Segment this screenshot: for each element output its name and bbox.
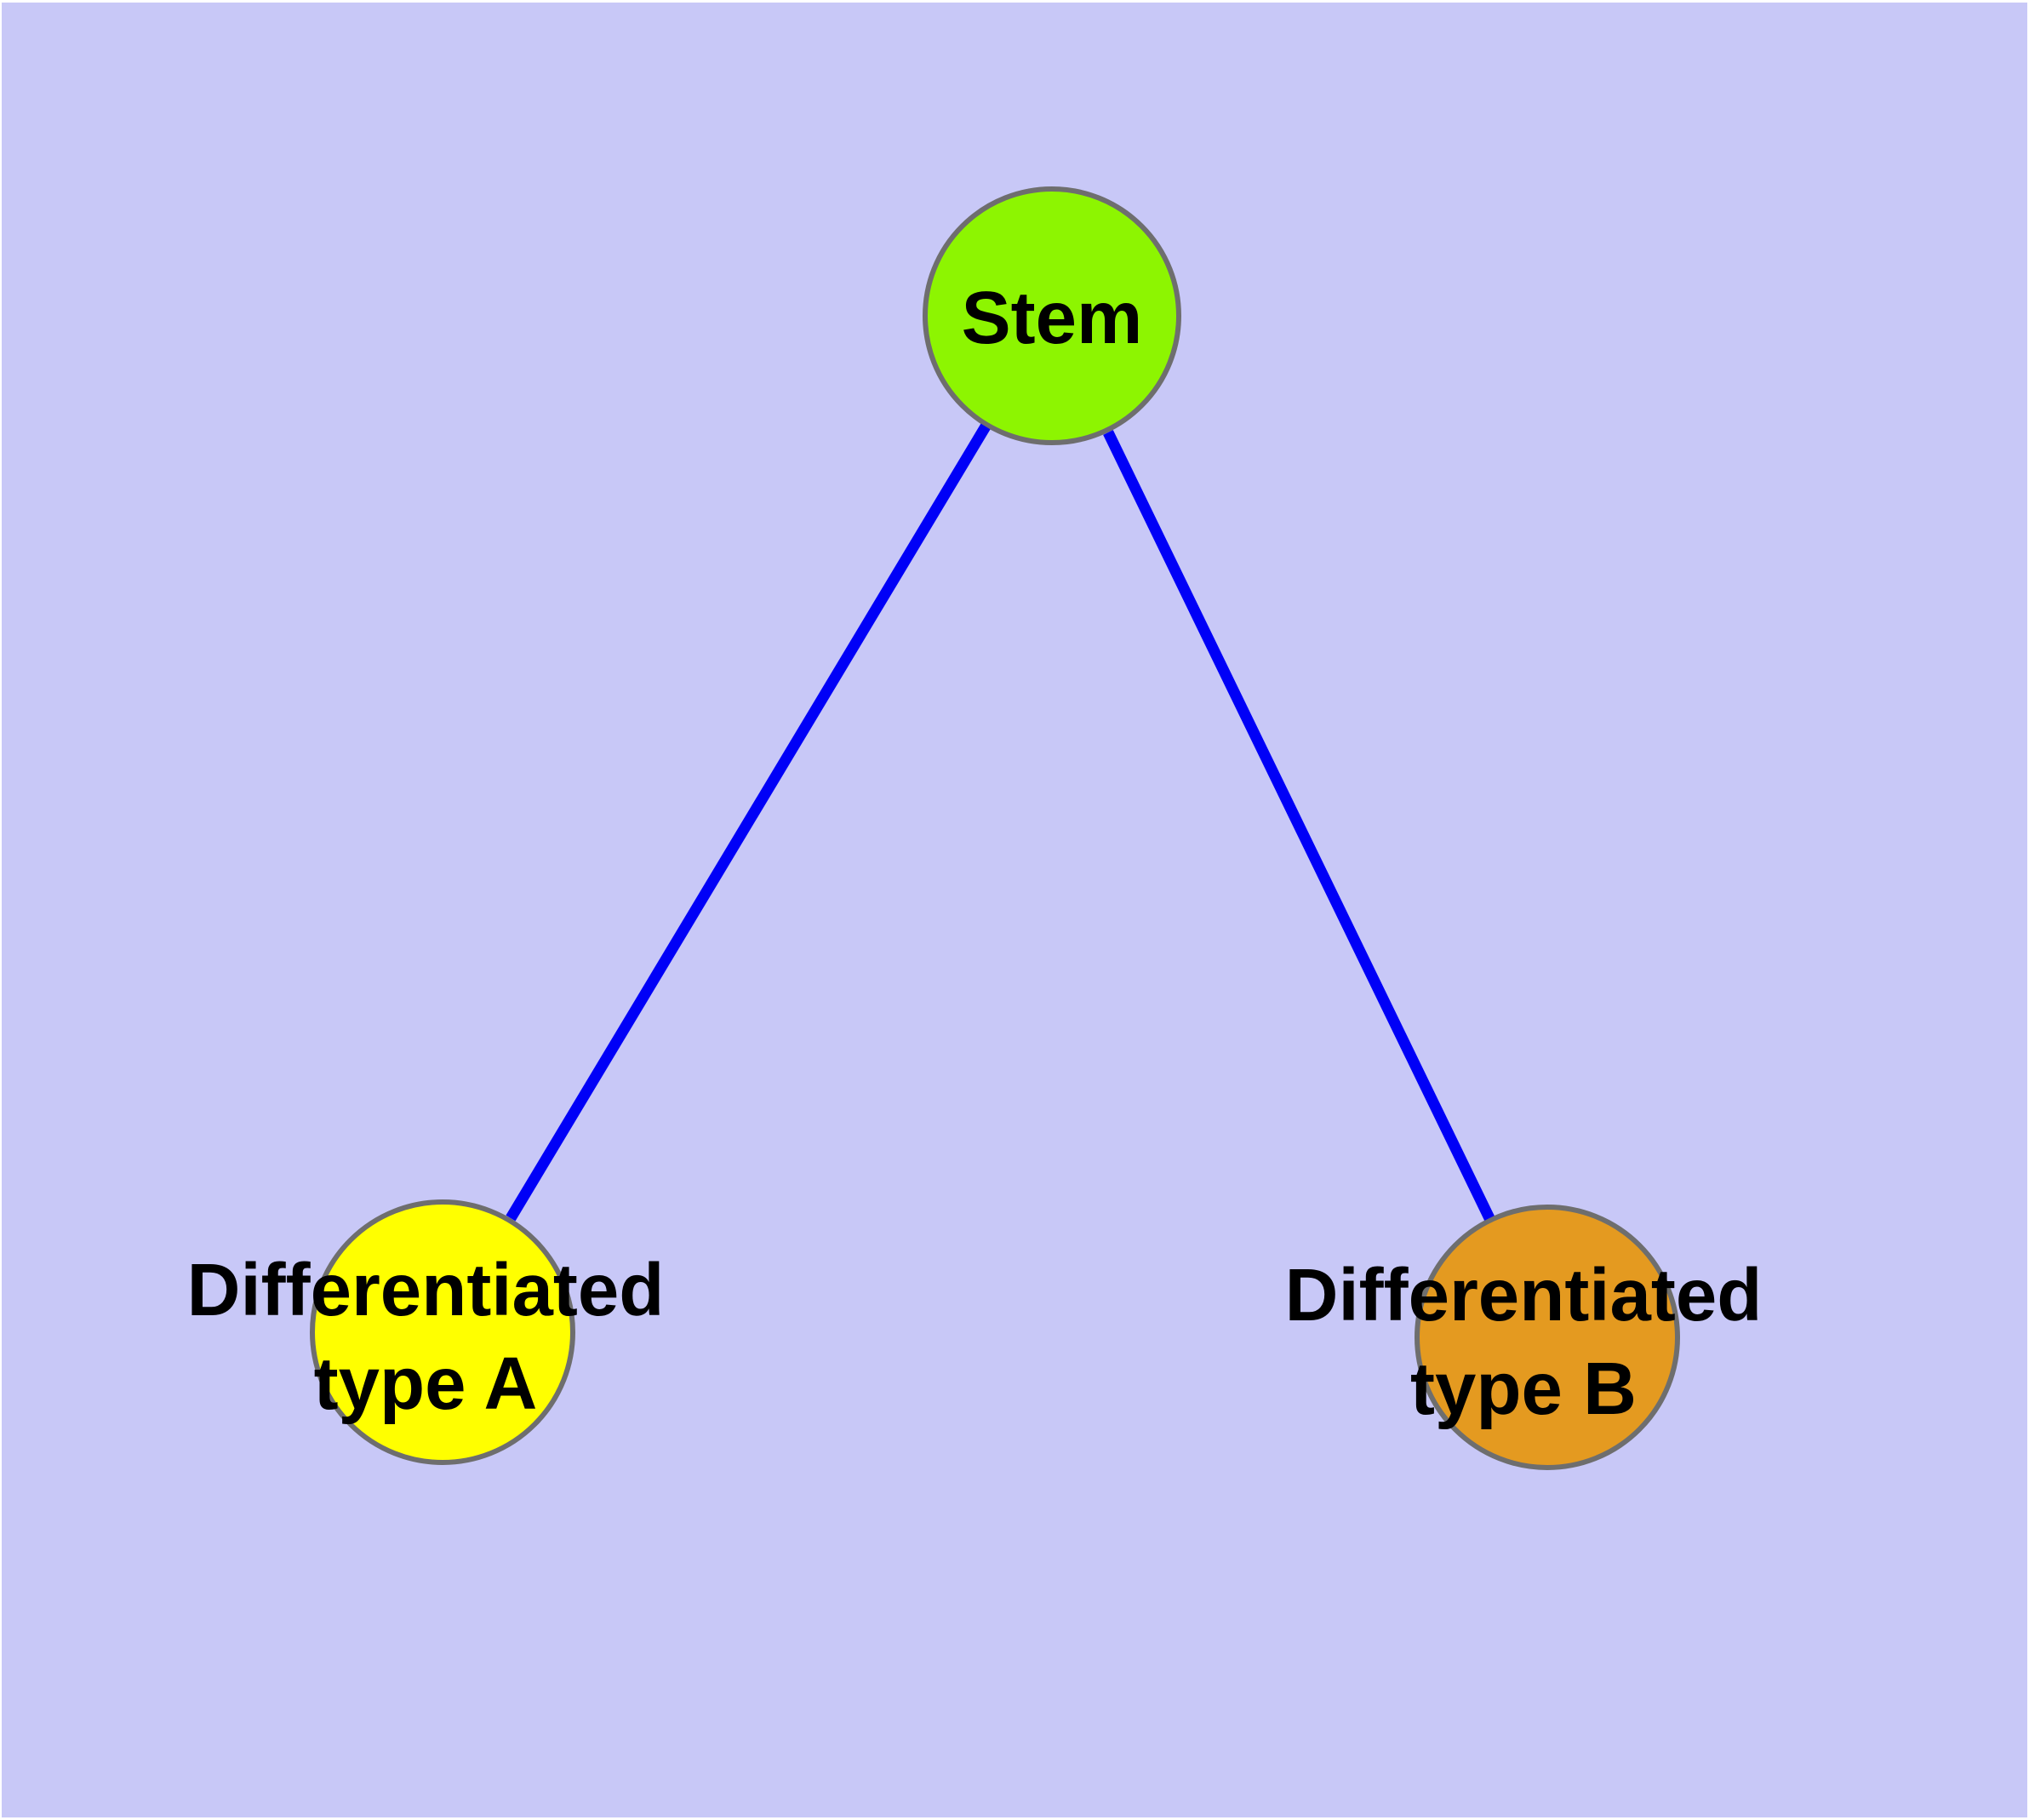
node-stem[interactable] xyxy=(923,186,1181,445)
edge-stem-to-differentiated-type-a xyxy=(506,423,991,1222)
node-stem-label: Stem xyxy=(962,277,1143,359)
edge-stem-to-differentiated-type-b xyxy=(1103,430,1495,1221)
node-differentiated-type-a-label-line2: type A xyxy=(314,1342,538,1425)
node-differentiated-type-b-label-line1: Differentiated xyxy=(1285,1254,1763,1336)
node-differentiated-type-a-label-line1: Differentiated xyxy=(187,1249,665,1331)
node-differentiated-type-b-label-line2: type B xyxy=(1410,1348,1637,1430)
node-differentiated-type-a[interactable] xyxy=(310,1199,575,1465)
node-differentiated-type-b[interactable] xyxy=(1415,1205,1680,1470)
